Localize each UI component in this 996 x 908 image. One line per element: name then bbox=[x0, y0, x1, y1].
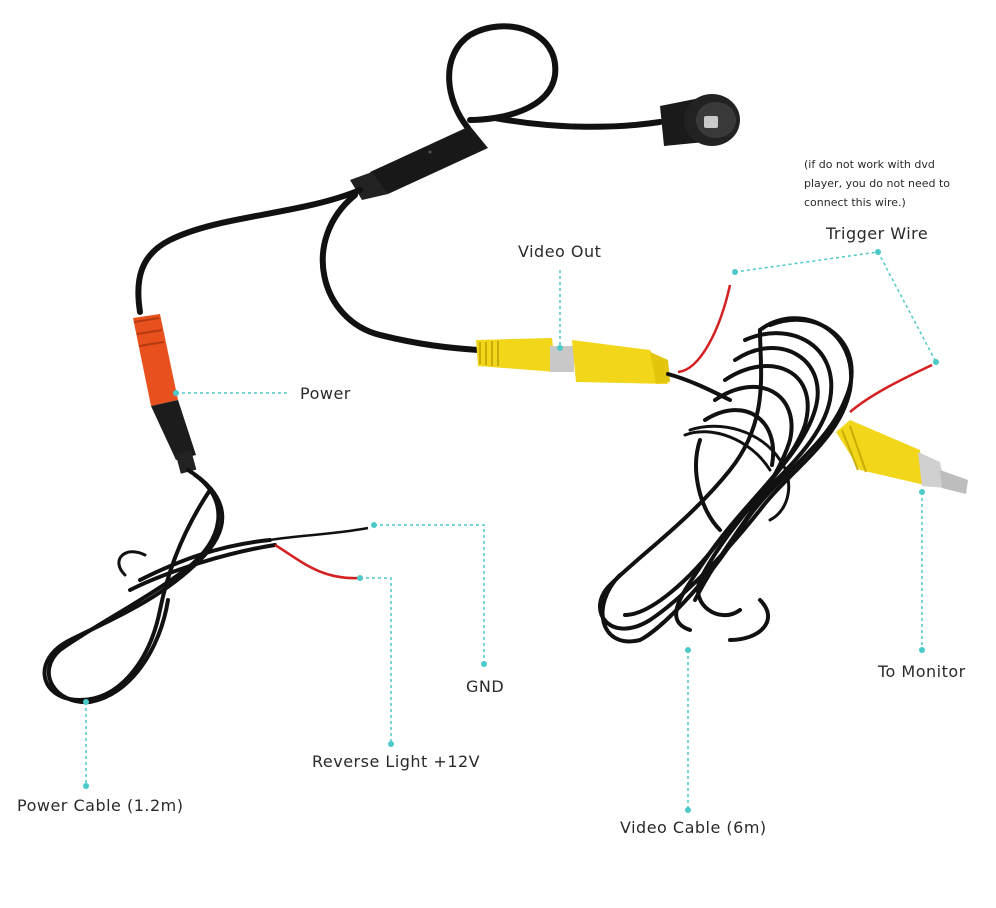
power-cable-coil bbox=[42, 468, 277, 705]
trigger-wire bbox=[677, 284, 732, 374]
gnd-label: GND bbox=[466, 677, 505, 696]
red-wire bbox=[274, 543, 361, 580]
power-connector-icon bbox=[133, 314, 197, 474]
camera-icon bbox=[660, 94, 740, 146]
video-cable-label: Video Cable (6m) bbox=[620, 818, 767, 837]
black-wire bbox=[269, 526, 369, 542]
power-label: Power bbox=[300, 384, 351, 403]
power-branch-cable bbox=[135, 187, 363, 315]
note-line-3: connect this wire.) bbox=[804, 196, 906, 209]
trigger-wire-end bbox=[849, 363, 933, 413]
note-line-1: (if do not work with dvd bbox=[804, 158, 935, 171]
leader-reverse bbox=[360, 577, 392, 744]
note-line-2: player, you do not need to bbox=[804, 177, 951, 190]
trigger-wire-label: Trigger Wire bbox=[826, 224, 929, 243]
trigger-wire-note: (if do not work with dvd player, you do … bbox=[804, 155, 950, 212]
splitter-housing bbox=[350, 126, 488, 200]
video-out-connector-icon bbox=[476, 338, 670, 384]
video-cable-coil bbox=[598, 316, 854, 644]
power-cable-label: Power Cable (1.2m) bbox=[17, 796, 184, 815]
video-branch-cable bbox=[319, 192, 481, 353]
leader-gnd bbox=[374, 524, 485, 664]
leader-dots bbox=[83, 249, 939, 813]
reverse-light-label: Reverse Light +12V bbox=[312, 752, 481, 771]
video-out-label: Video Out bbox=[518, 242, 602, 261]
leader-lines bbox=[85, 251, 937, 810]
camera-assembly bbox=[446, 23, 740, 146]
leader-trigger-a bbox=[734, 251, 879, 273]
leader-trigger-b bbox=[877, 251, 937, 363]
rca-plug-icon bbox=[836, 420, 968, 494]
to-monitor-label: To Monitor bbox=[878, 662, 966, 681]
